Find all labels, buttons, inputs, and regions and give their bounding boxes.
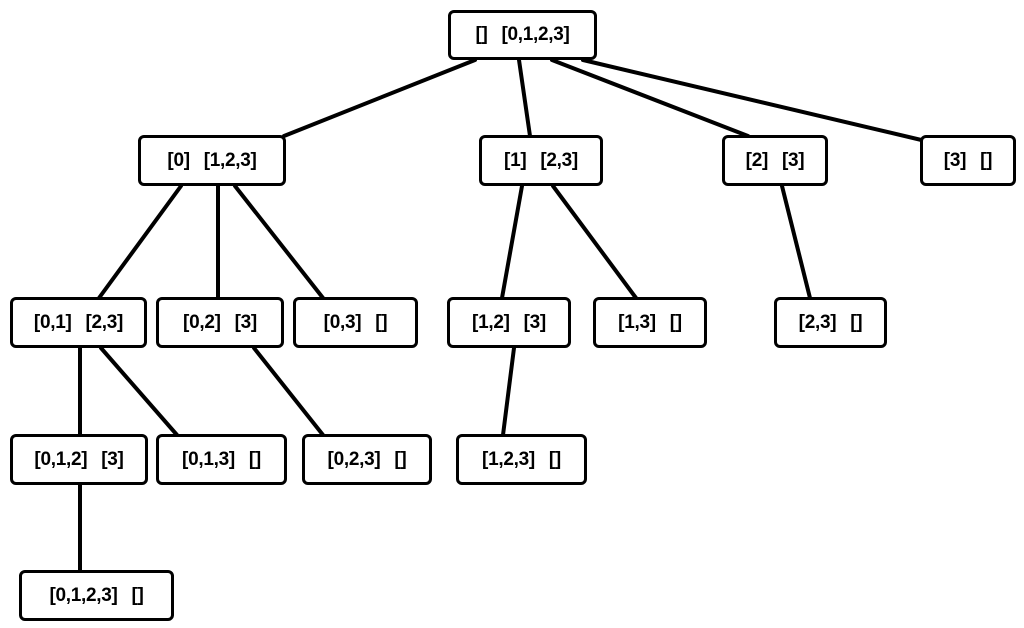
node-right-set: [] (131, 584, 144, 606)
tree-edge-root-n2 (550, 58, 750, 138)
node-right-set: [3] (234, 311, 258, 333)
node-left-set: [] (475, 24, 488, 45)
node-right-set: [2,3] (85, 311, 124, 333)
node-left-set: [1,3] (618, 311, 656, 333)
tree-node-1-2: [1,2] [3] (447, 297, 571, 348)
node-left-set: [1] (504, 149, 527, 171)
tree-node-0-2-3: [0,2,3] [] (302, 434, 432, 485)
node-right-set: [3] (101, 448, 124, 470)
tree-node-0: [0] [1,2,3] (138, 135, 286, 186)
node-left-set: [0,2] (183, 311, 221, 333)
tree-node-1: [1] [2,3] (479, 135, 603, 186)
node-left-set: [2,3] (798, 311, 837, 333)
tree-edge-n0-n01 (97, 184, 183, 300)
node-right-set: [1,2,3] (203, 149, 257, 171)
tree-edge-n12-n123 (501, 346, 516, 437)
tree-node-2-3: [2,3] [] (774, 297, 887, 348)
tree-edge-root-n3 (581, 58, 936, 145)
node-left-set: [0,2,3] (327, 448, 381, 470)
node-left-set: [0,1,3] (182, 448, 235, 470)
node-right-set: [3] (782, 149, 805, 171)
node-left-set: [3] (943, 149, 967, 171)
node-right-set: [] (980, 149, 993, 171)
node-left-set: [0,1,2] (34, 448, 88, 470)
tree-edge-n1-n13 (551, 184, 638, 300)
tree-edge-n2-n23 (780, 184, 812, 300)
tree-node-0-1-2: [0,1,2] [3] (10, 434, 148, 485)
node-right-set: [] (669, 311, 682, 333)
tree-edge-root-n0 (282, 58, 477, 138)
tree-node-0-1-2-3: [0,1,2,3] [] (19, 570, 174, 621)
tree-edge-n1-n12 (500, 184, 524, 300)
node-left-set: [1,2,3] (482, 448, 535, 470)
tree-node-1-3: [1,3] [] (593, 297, 707, 348)
tree-node-2: [2] [3] (722, 135, 828, 186)
node-right-set: [] (548, 448, 561, 470)
node-right-set: [0,1,2,3] (501, 24, 570, 45)
tree-node-1-2-3: [1,2,3] [] (456, 434, 587, 485)
node-right-set: [] (375, 311, 388, 333)
node-left-set: [0,3] (323, 311, 362, 333)
tree-node-0-1: [0,1] [2,3] (10, 297, 147, 348)
node-left-set: [0,1] (33, 311, 72, 333)
node-left-set: [0,1,2,3] (49, 584, 118, 606)
tree-node-0-2: [0,2] [3] (156, 297, 284, 348)
tree-node-3: [3] [] (920, 135, 1016, 186)
tree-node-0-1-3: [0,1,3] [] (156, 434, 287, 485)
tree-edge-n01-n013 (99, 346, 179, 437)
node-left-set: [1,2] (472, 311, 510, 333)
node-right-set: [] (248, 448, 261, 470)
node-right-set: [] (850, 311, 863, 333)
tree-edge-n02-n023 (252, 346, 325, 437)
node-right-set: [] (394, 448, 407, 470)
tree-node-root: [] [0,1,2,3] (448, 10, 597, 60)
tree-edge-n0-n03 (233, 184, 325, 300)
node-left-set: [0] (167, 149, 190, 171)
node-right-set: [2,3] (540, 149, 578, 171)
tree-edge-root-n1 (517, 58, 532, 138)
node-right-set: [3] (523, 311, 547, 333)
node-left-set: [2] (745, 149, 769, 171)
tree-node-0-3: [0,3] [] (293, 297, 418, 348)
